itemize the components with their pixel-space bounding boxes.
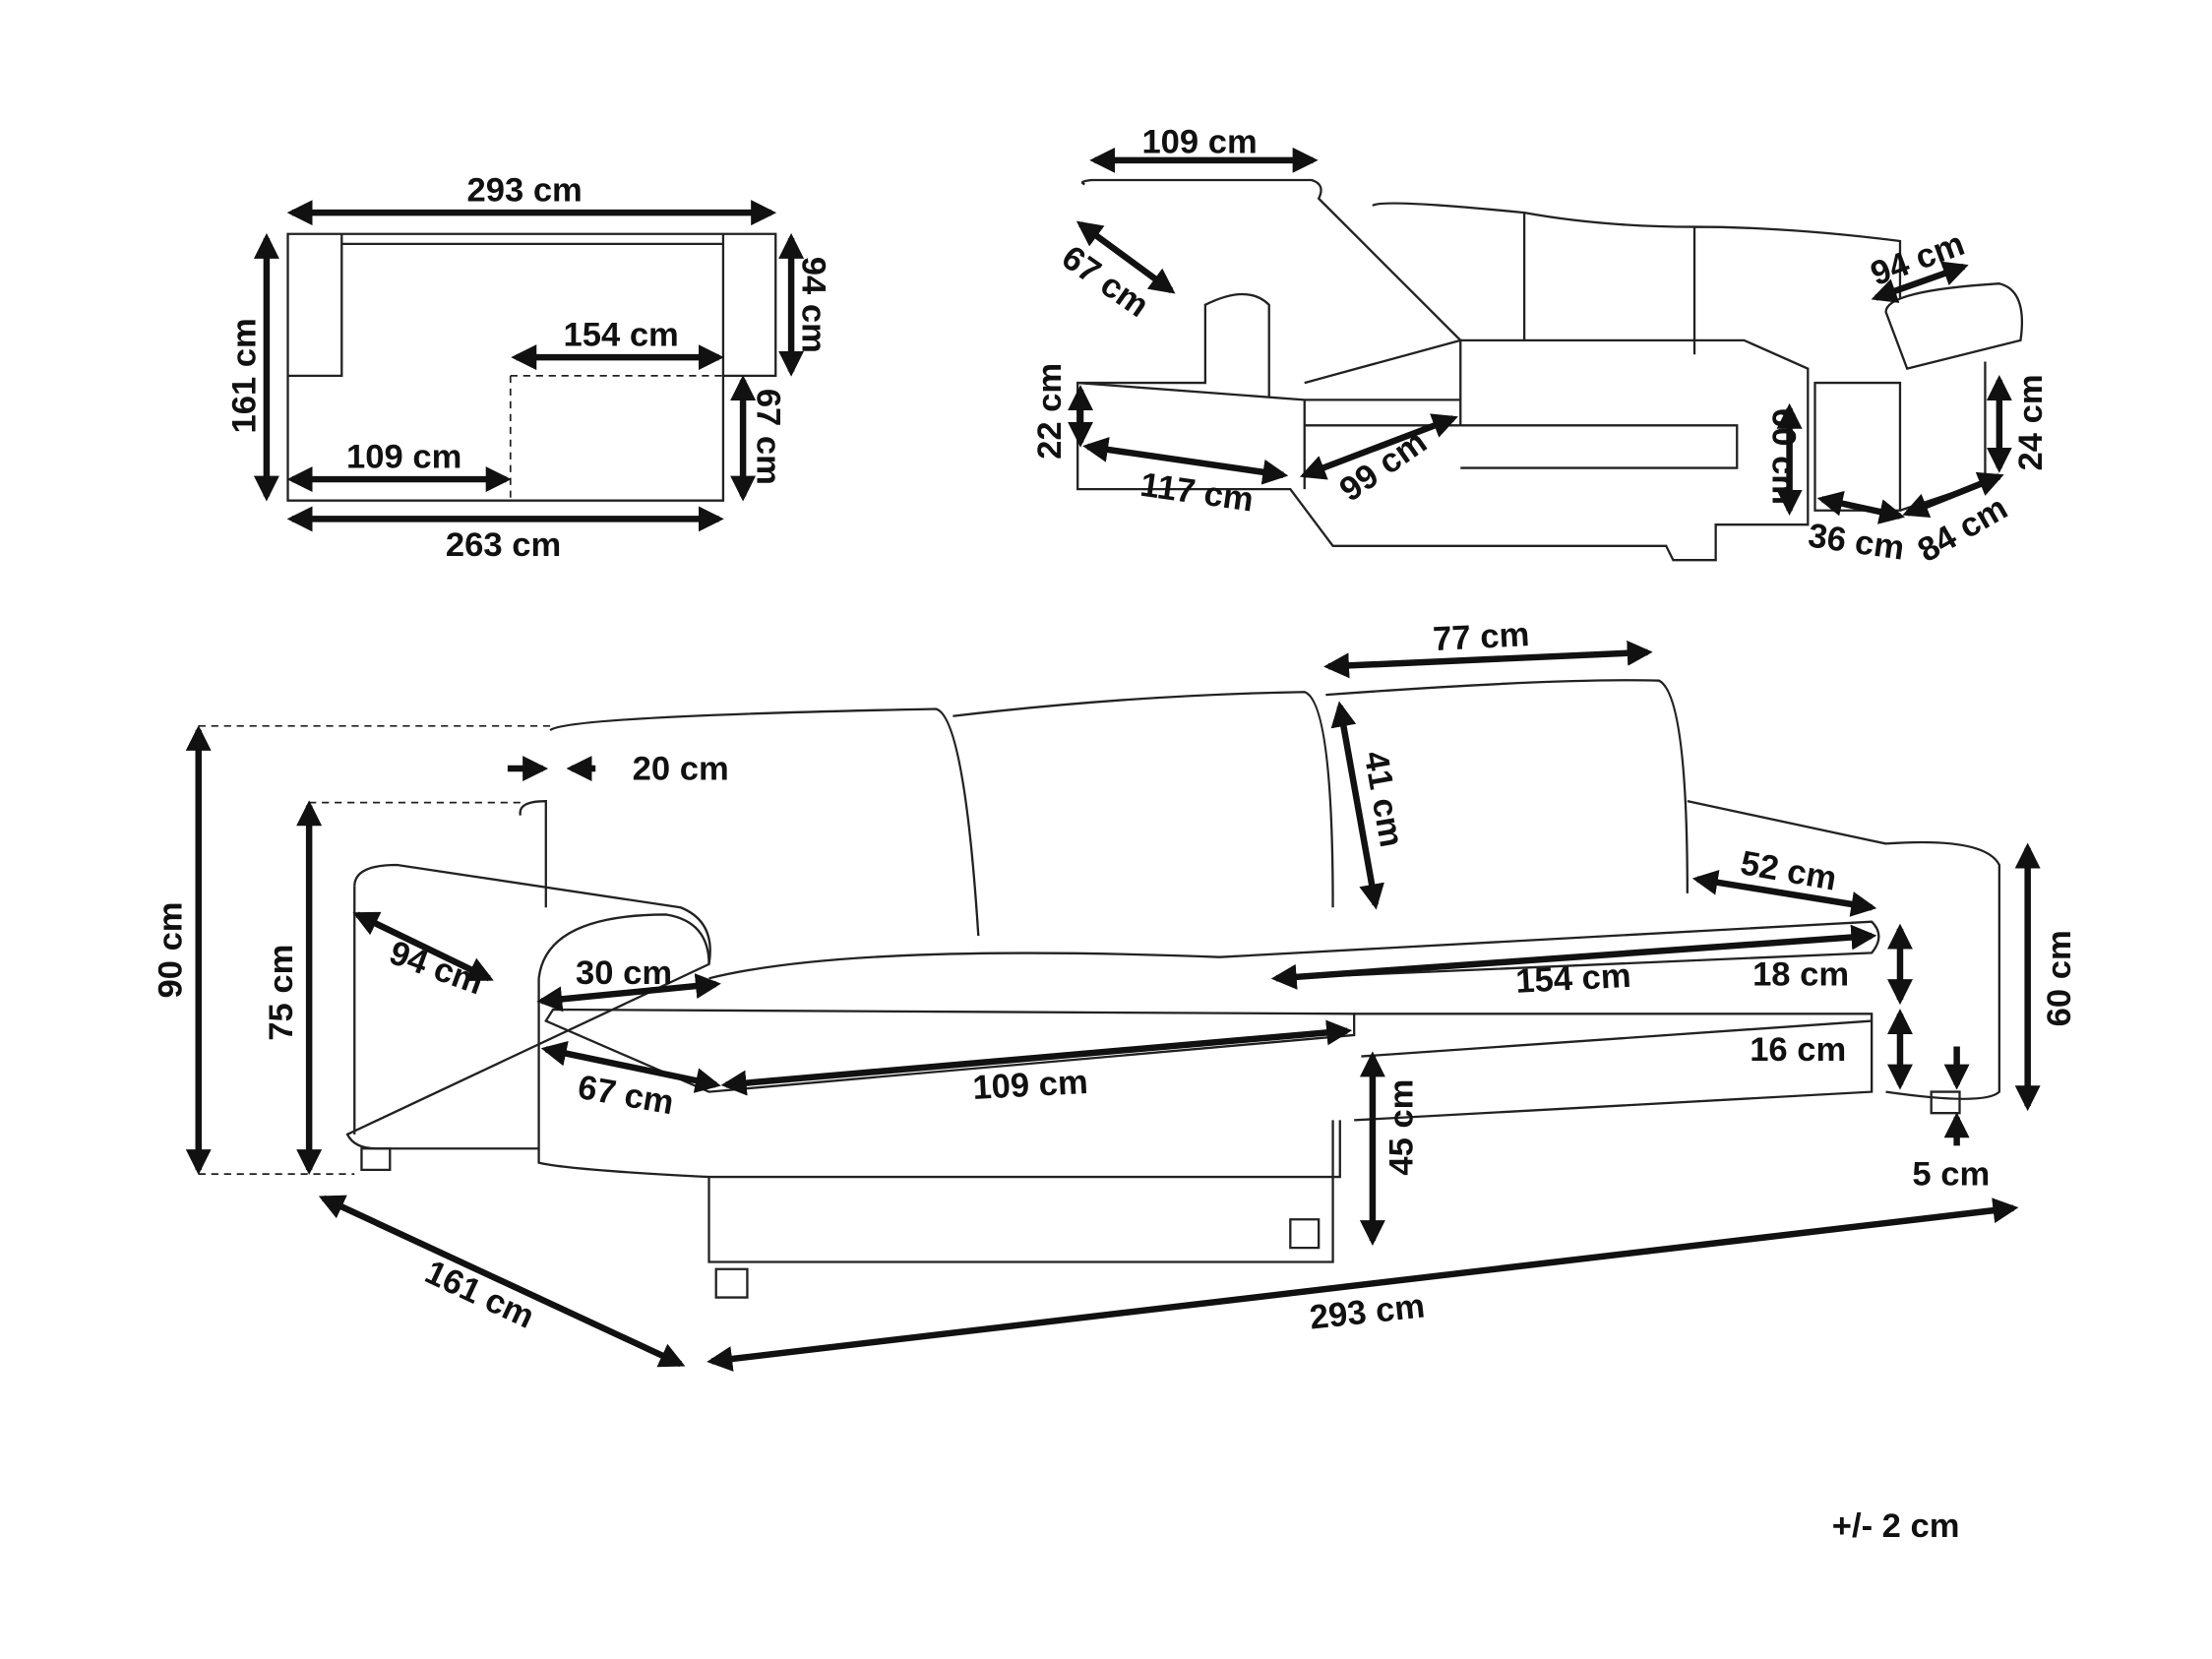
backrest-cushion-width-label: 77 cm — [1432, 616, 1530, 658]
total-width-label: 293 cm — [1308, 1288, 1427, 1337]
storage-lid-width-label: 109 cm — [1141, 124, 1257, 161]
plan-chaise-extension-label: 67 cm — [750, 389, 787, 485]
tolerance-note: +/- 2 cm — [1832, 1507, 1960, 1545]
right-arm-height-label: 60 cm — [2041, 930, 2078, 1026]
storage-height-label: 22 cm — [1031, 363, 1069, 460]
arm-storage-width-label: 36 cm — [1806, 517, 1906, 567]
chaise-arm-depth-label: 67 cm — [575, 1069, 676, 1122]
total-height-label: 90 cm — [152, 901, 189, 998]
chaise-seat-width-label: 109 cm — [971, 1064, 1088, 1107]
plan-seat-width-label: 109 cm — [346, 439, 461, 476]
plan-base-width-label: 263 cm — [446, 526, 561, 564]
plan-depth-main-label: 94 cm — [795, 257, 832, 353]
seat-height-label: 45 cm — [1382, 1079, 1420, 1176]
bed-depth-label: 99 cm — [1333, 423, 1434, 509]
cushion-thickness-label: 18 cm — [1752, 956, 1849, 994]
plan-total-width-label: 293 cm — [467, 172, 583, 210]
main-view: 77 cm 20 cm 41 cm 52 cm 90 cm 75 cm 94 c… — [152, 616, 2078, 1372]
depth-label: 161 cm — [419, 1254, 539, 1336]
plan-view: 293 cm 161 cm 94 cm 154 cm 67 cm 109 cm … — [225, 172, 831, 564]
storage-view: 109 cm 67 cm 94 cm 22 cm 117 cm 99 cm 60… — [1031, 124, 2050, 570]
plan-depth-left-label: 161 cm — [225, 318, 263, 433]
storage-width-label: 117 cm — [1138, 466, 1257, 520]
base-height-label: 16 cm — [1750, 1031, 1846, 1069]
backrest-thickness-label: 20 cm — [633, 751, 729, 788]
left-arm-depth-label: 94 cm — [385, 934, 488, 1002]
plan-chaise-seat-label: 154 cm — [564, 317, 679, 354]
left-arm-height-label: 75 cm — [263, 945, 300, 1041]
arm-width-label: 30 cm — [576, 954, 672, 992]
seat-width-label: 154 cm — [1514, 957, 1631, 1001]
bed-height-label: 60 cm — [1764, 408, 1802, 505]
leg-height-label: 5 cm — [1912, 1156, 1990, 1194]
arm-storage-height-label: 24 cm — [2012, 374, 2050, 470]
storage-lid-depth-label: 67 cm — [1055, 239, 1155, 325]
